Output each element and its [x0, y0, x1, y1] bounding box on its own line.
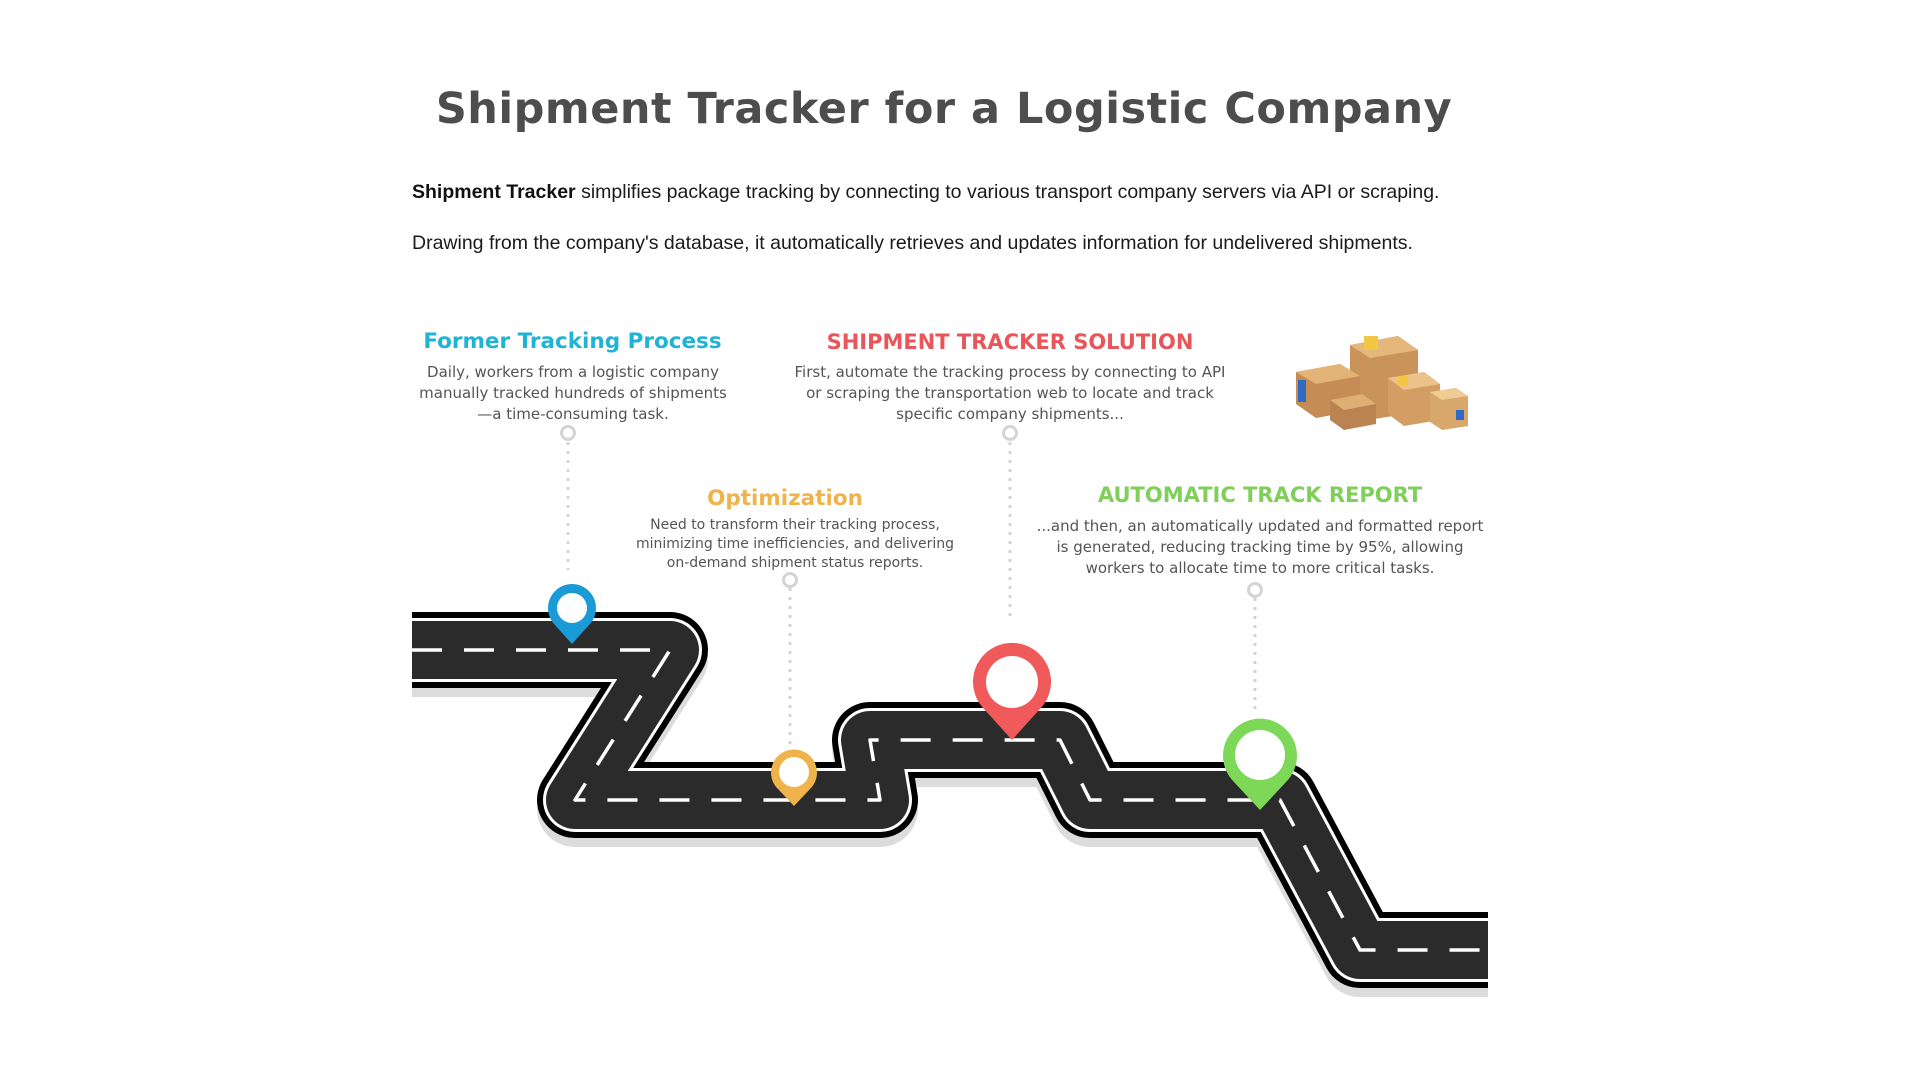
intro-paragraph-1: Shipment Tracker simplifies package trac…: [412, 181, 1552, 204]
road-start-mask: [380, 600, 412, 700]
stage-title-solution: SHIPMENT TRACKER SOLUTION: [826, 330, 1194, 354]
stage-title-former-tracking: Former Tracking Process: [423, 329, 722, 354]
stage-title-report: AUTOMATIC TRACK REPORT: [1097, 483, 1423, 507]
pin-former-tracking-icon: [548, 584, 596, 644]
ring-solution-icon: [1002, 425, 1018, 441]
ring-optimization-icon: [782, 572, 798, 588]
page-title: Shipment Tracker for a Logistic Company: [435, 84, 1453, 134]
connector-lines: [566, 442, 1257, 748]
stage-desc-former-tracking: Daily, workers from a logistic company m…: [419, 363, 727, 423]
pin-solution-icon: [973, 642, 1051, 740]
stage-desc-report: ...and then, an automatically updated an…: [1036, 517, 1484, 577]
ring-report-icon: [1247, 582, 1263, 598]
intro-text: simplifies package tracking by connectin…: [575, 181, 1440, 203]
stage-desc-optimization: Need to transform their tracking process…: [635, 517, 955, 571]
cardboard-boxes-icon: [1296, 336, 1468, 430]
pin-report-icon: [1223, 718, 1297, 810]
ring-former-tracking-icon: [560, 425, 576, 441]
winding-road: [412, 612, 1488, 997]
intro-bold-term: Shipment Tracker: [412, 181, 576, 203]
intro-paragraph-2: Drawing from the company's database, it …: [412, 232, 1413, 254]
stage-desc-solution: First, automate the tracking process by …: [794, 363, 1226, 423]
road-end-mask: [1488, 900, 1920, 1000]
stage-title-optimization: Optimization: [707, 486, 863, 511]
connector-rings: [560, 425, 1263, 598]
pin-optimization-icon: [771, 749, 817, 806]
